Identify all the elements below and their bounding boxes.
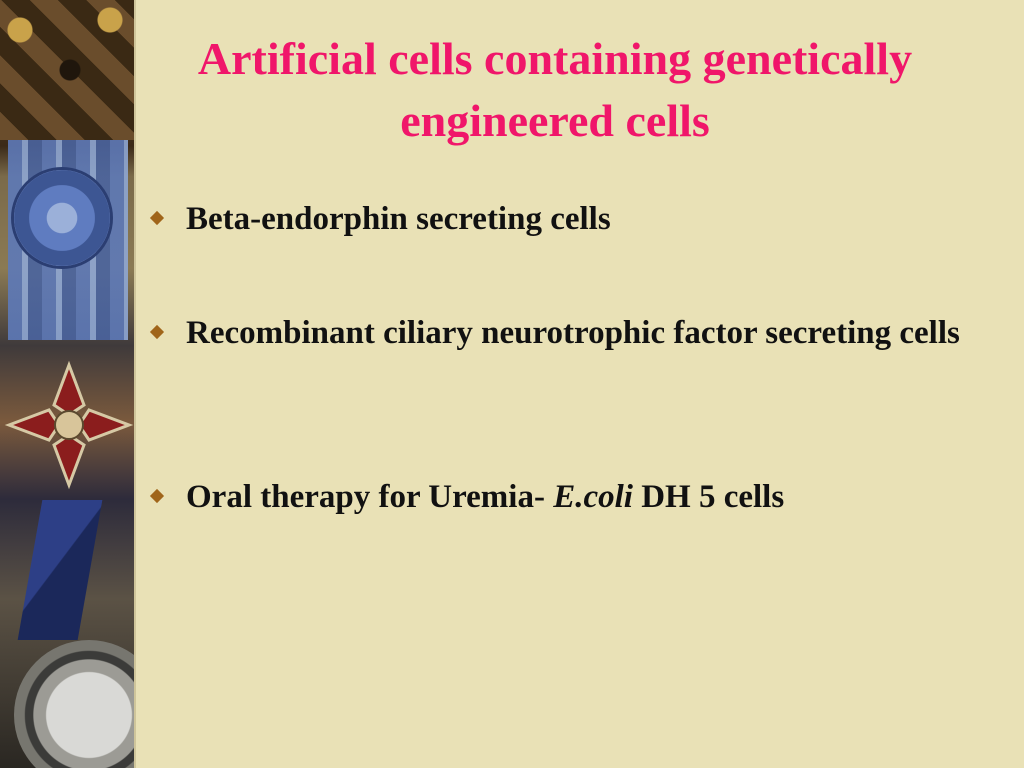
bullet-text: Recombinant ciliary neurotrophic factor … — [186, 315, 960, 351]
bullet-item: Recombinant ciliary neurotrophic factor … — [149, 310, 990, 356]
bullet-text-suffix: DH 5 cells — [632, 479, 785, 515]
bullet-text: Beta-endorphin secreting cells — [186, 201, 611, 237]
medal-cross-icon — [4, 360, 134, 490]
rosette-decoration — [14, 170, 110, 266]
medal-strap-decoration — [17, 500, 103, 640]
diamond-bullet-icon — [149, 210, 165, 226]
side-image-edge — [134, 0, 136, 768]
compass-decoration — [14, 640, 136, 768]
checkered-tiles-decoration — [0, 0, 136, 140]
bullet-item: Oral therapy for Uremia- E.coli DH 5 cel… — [149, 474, 990, 520]
bullet-item: Beta-endorphin secreting cells — [149, 196, 990, 242]
diamond-bullet-icon — [149, 488, 165, 504]
slide-title: Artificial cells containing genetically … — [197, 33, 913, 146]
bullet-text-italic: E.coli — [553, 479, 633, 515]
diamond-bullet-icon — [149, 324, 165, 340]
bullet-text-prefix: Oral therapy for Uremia- — [186, 479, 554, 515]
decorative-side-image — [0, 0, 136, 768]
